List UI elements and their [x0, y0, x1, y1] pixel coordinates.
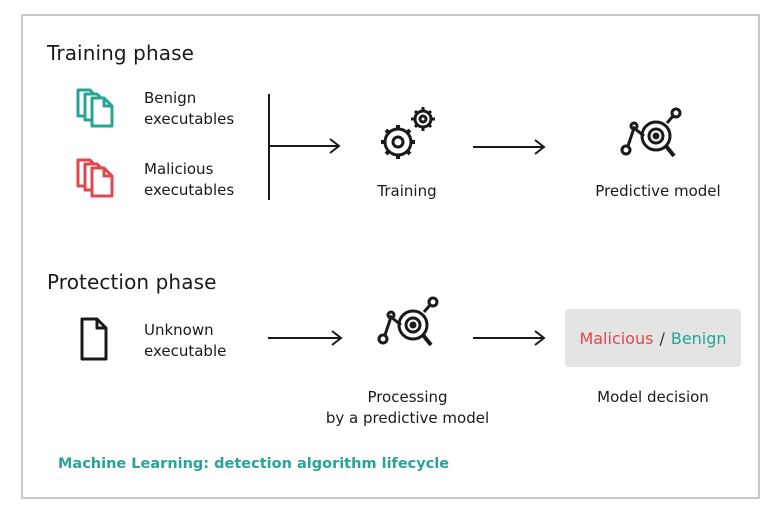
unknown-executable-label: Unknown executable: [144, 321, 227, 360]
protection-phase-title: Protection phase: [47, 270, 217, 294]
gears-icon: [381, 107, 435, 159]
arrow-file-to-processing: [268, 330, 343, 346]
model-decision-label: Model decision: [597, 388, 709, 406]
arrow-processing-to-decision: [473, 330, 546, 346]
processing-label: Processing by a predictive model: [325, 388, 490, 427]
diagram-frame: [21, 14, 760, 499]
benign-executables-label: Benign executables: [144, 89, 235, 128]
arrow-training-to-model: [473, 139, 546, 155]
training-phase-title: Training phase: [47, 41, 195, 65]
benign-files-icon: [76, 88, 114, 128]
diagram-caption: Machine Learning: detection algorithm li…: [58, 456, 450, 472]
decision-box: Malicious / Benign: [565, 309, 741, 367]
malicious-files-icon: [76, 158, 114, 198]
file-icon: [80, 317, 108, 361]
malicious-executables-label: Malicious executables: [144, 160, 235, 199]
model-icon: [620, 107, 682, 158]
merge-connector: [268, 94, 341, 200]
decision-separator: /: [659, 328, 665, 348]
processing-model-icon: [377, 296, 439, 347]
decision-benign: Benign: [670, 328, 727, 348]
training-label: Training: [377, 182, 437, 200]
predictive-model-label: Predictive model: [595, 182, 721, 200]
decision-malicious: Malicious: [579, 328, 654, 348]
